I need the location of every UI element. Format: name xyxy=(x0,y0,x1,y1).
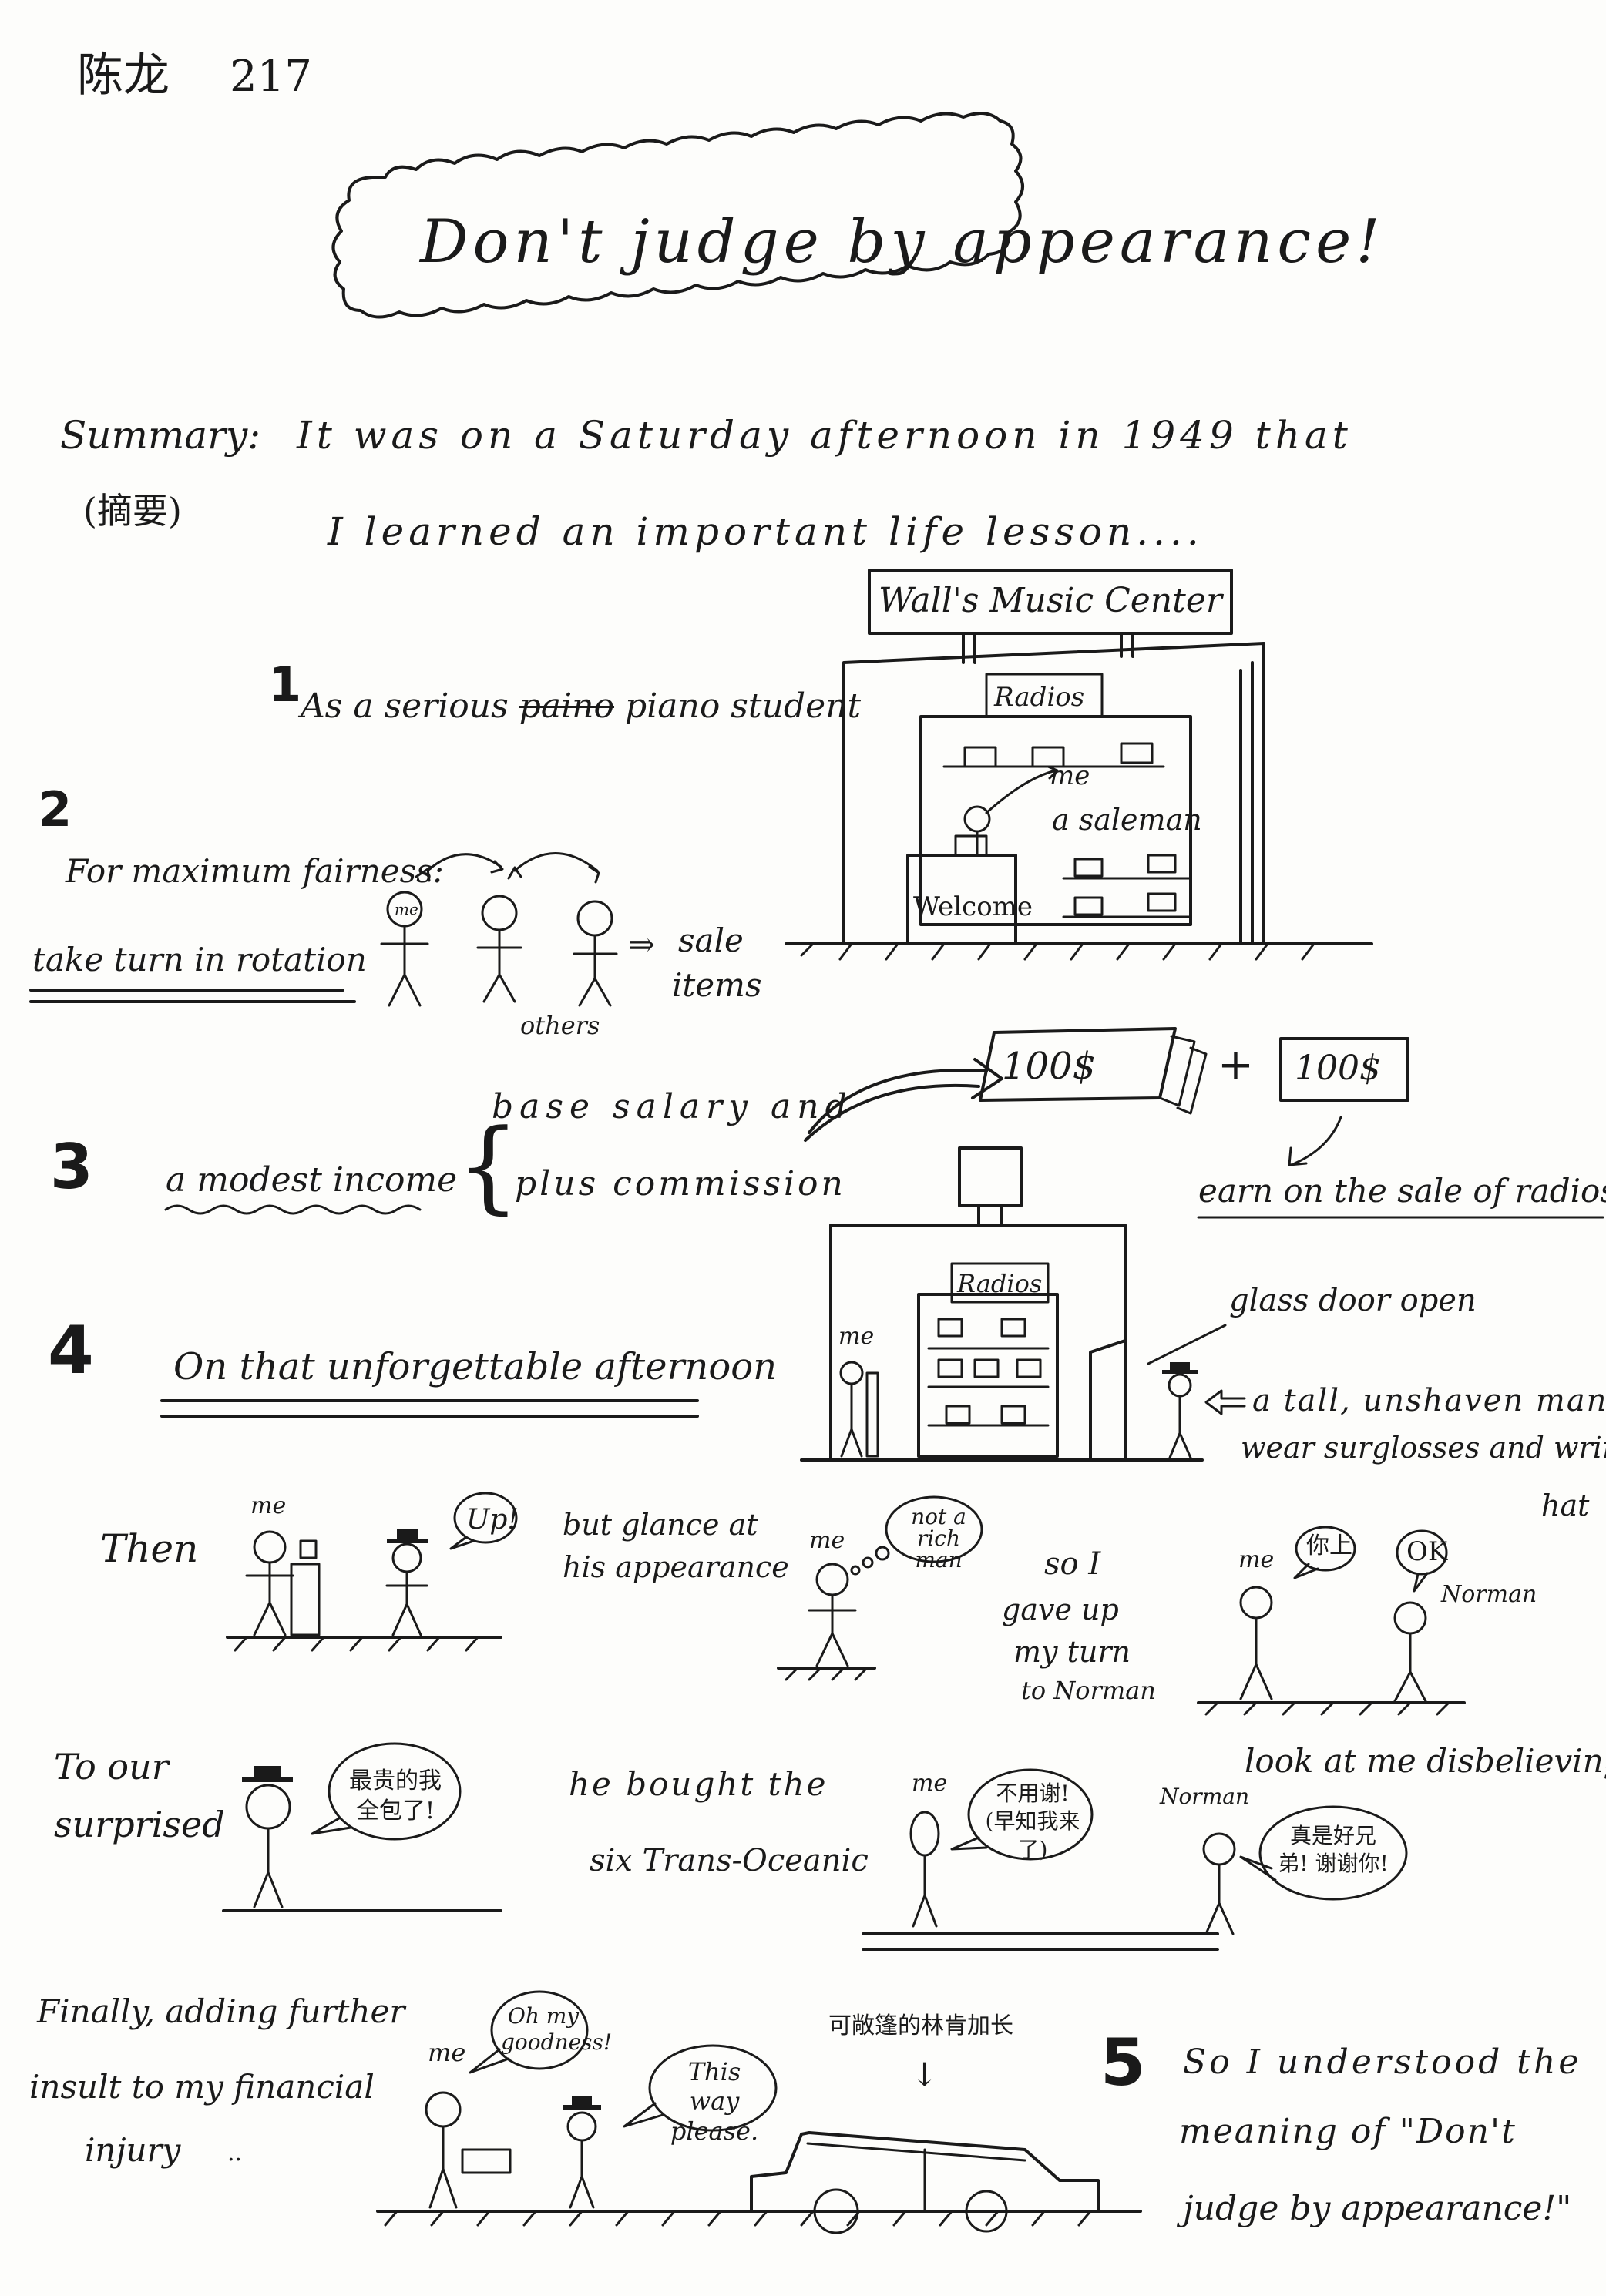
income-wavy-underline xyxy=(164,1204,422,1215)
section-1-suffix: piano student xyxy=(625,686,862,726)
gave-up-line-1: so I xyxy=(1044,1546,1101,1582)
then-me-label: me xyxy=(250,1492,287,1519)
section-3-brace: { xyxy=(456,1107,520,1224)
finally-line-2: insult to my financial xyxy=(29,2068,375,2106)
summary-line-1: It was on a Saturday afternoon in 1949 t… xyxy=(297,413,1352,458)
section-3-plus: plus commission xyxy=(515,1164,846,1203)
section-4-radios-sign: Radios xyxy=(957,1269,1043,1298)
then-label: Then xyxy=(100,1526,199,1571)
store-sign-text: Wall's Music Center xyxy=(879,581,1222,620)
section-2-number: 2 xyxy=(39,781,72,838)
bought-line-1: he bought the xyxy=(569,1765,828,1803)
store-welcome-label: Welcome xyxy=(913,891,1033,922)
bought-line-2: six Trans-Oceanic xyxy=(590,1843,869,1878)
surprise-norman-label: Norman xyxy=(1160,1784,1250,1809)
oh-my-goodness-bubble: Oh my goodness! xyxy=(501,2003,613,2055)
man-description-2: wear surglosses and wrinkled xyxy=(1241,1431,1606,1465)
car-note-arrow: ↓ xyxy=(911,2056,939,2093)
rotation-items: items xyxy=(672,966,762,1004)
section-4-me: me xyxy=(838,1323,875,1350)
glance-line-2: his appearance xyxy=(563,1550,789,1584)
section-5-line-3: judge by appearance!" xyxy=(1183,2189,1572,2228)
gave-up-line-3: my turn xyxy=(1013,1635,1131,1669)
section-3-number: 3 xyxy=(50,1131,93,1203)
look-disbelieving-label: look at me disbelievingly xyxy=(1245,1742,1606,1780)
rotation-others-label: others xyxy=(520,1011,600,1040)
section-1-struck: paino xyxy=(519,686,615,726)
section-5-line-1: So I understood the xyxy=(1183,2043,1582,2082)
section-5-number: 5 xyxy=(1100,2025,1146,2100)
bubble-you-go: 你上 xyxy=(1306,1532,1352,1559)
radios-sign-text: Radios xyxy=(994,682,1085,713)
section-1-number: 1 xyxy=(268,656,302,713)
bubble-ok: OK xyxy=(1406,1536,1448,1567)
summary-label: Summary: xyxy=(60,413,261,458)
surprise-bubble-text: 最贵的我全包了! xyxy=(349,1767,442,1824)
finally-line-3: injury xyxy=(85,2131,181,2169)
car-note: 可敞篷的林肯加长 xyxy=(828,2012,1013,2039)
store-me-label: me xyxy=(1050,760,1090,791)
section-5-line-2: meaning of "Don't xyxy=(1179,2112,1517,2151)
section-3-base: base salary and xyxy=(492,1087,853,1126)
then-me2-label: me xyxy=(809,1527,845,1554)
salary-arrow xyxy=(808,1069,988,1134)
section-2-rotation: take turn in rotation xyxy=(32,941,367,978)
then-me3-label: me xyxy=(1238,1546,1275,1573)
norman-thanks-bubble: 真是好兄弟! 谢谢你! xyxy=(1278,1823,1389,1877)
thought-bubble-text: not a rich man xyxy=(911,1504,966,1573)
store-saleman-label: a saleman xyxy=(1052,803,1202,837)
section-1-prefix: As a serious xyxy=(301,686,509,726)
then-norman-label: Norman xyxy=(1441,1581,1537,1608)
section-4-heading: On that unforgettable afternoon xyxy=(173,1345,778,1388)
author-name: 陈龙 xyxy=(77,49,170,102)
man-description-1: a tall, unshaven man xyxy=(1252,1383,1606,1418)
man-description-3: hat xyxy=(1541,1489,1590,1522)
section-2-heading: For maximum fairness: xyxy=(66,852,444,890)
then-bubble-text: Up! xyxy=(466,1504,519,1536)
page-title: Don't judge by appearance! xyxy=(420,207,1385,277)
bill-1-text: 100$ xyxy=(1002,1045,1097,1088)
limousine xyxy=(750,2131,1100,2213)
bill-single xyxy=(1279,1037,1409,1102)
radio-box-top xyxy=(958,1146,1023,1207)
rotation-arrow: ⇒ xyxy=(628,925,656,963)
glass-door-label: glass door open xyxy=(1229,1283,1477,1318)
bill-2-text: 100$ xyxy=(1295,1049,1381,1088)
surprised-label: surprised xyxy=(54,1804,225,1845)
finally-line-1: Finally, adding further xyxy=(37,1992,405,2030)
store-sign-board xyxy=(868,569,1233,635)
finally-dots: .. xyxy=(227,2140,243,2167)
surprise-me-label: me xyxy=(912,1770,948,1797)
this-way-bubble: This way please. xyxy=(670,2057,759,2146)
radios-sign-box xyxy=(985,673,1104,718)
to-our-label: To our xyxy=(54,1746,169,1787)
summary-line-2: I learned an important life lesson.... xyxy=(328,509,1204,554)
gave-up-line-2: gave up xyxy=(1002,1593,1119,1626)
rotation-me-label: me xyxy=(395,900,418,918)
glance-line-1: but glance at xyxy=(563,1508,758,1542)
plus-sign: + xyxy=(1218,1040,1254,1090)
section-3-income: a modest income xyxy=(166,1160,458,1200)
me-thanks-bubble: 不用谢! (早知我来了) xyxy=(985,1781,1080,1862)
rotation-sale: sale xyxy=(678,921,744,959)
earn-label: earn on the sale of radios xyxy=(1198,1172,1606,1210)
finally-me-label: me xyxy=(428,2038,466,2067)
student-number: 217 xyxy=(230,52,312,102)
store-shelf-2 xyxy=(917,1293,1059,1458)
section-1-text: As a serious paino piano student xyxy=(301,690,861,723)
gave-up-line-4: to Norman xyxy=(1021,1676,1156,1705)
summary-label-cn: (摘要) xyxy=(83,490,182,532)
section-4-number: 4 xyxy=(48,1312,94,1389)
